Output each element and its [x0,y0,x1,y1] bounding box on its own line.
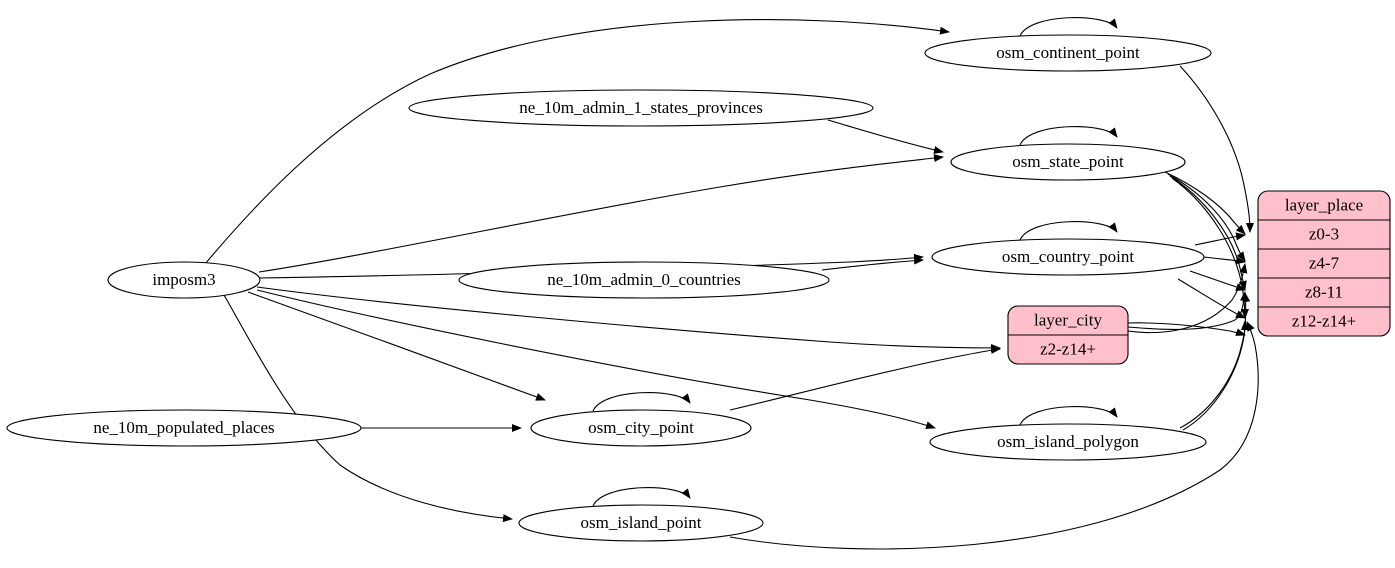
self-loop-osm_city_point [592,392,691,412]
record-title-layer_place: layer_place [1285,195,1363,214]
edge-osm_island_point-to-layer_place [729,321,1259,550]
edge-imposm3-to-osm_island_point [223,294,513,523]
node-shape-osm_continent_point [924,34,1212,72]
node-label-imposm3: imposm3 [152,270,215,289]
record-node-layer_city[interactable]: layer_city z2-z14+ [1007,305,1129,365]
node-osm_state_point[interactable]: osm_state_point [950,143,1186,181]
record-nodes-layer: layer_place z0-3 z4-7 z8-11 z12-z14+ layer_ci… [1007,190,1391,365]
edges-layer [204,19,1259,550]
node-osm_country_point[interactable]: osm_country_point [931,238,1205,276]
record-row-layer_place-z12-z14+[interactable]: z12-z14+ [1292,311,1356,330]
node-label-osm_city_point: osm_city_point [588,418,694,437]
self-loop-osm_continent_point [1019,17,1118,37]
record-box-layer_place [1257,190,1391,337]
node-label-ne_10m_populated_places: ne_10m_populated_places [93,418,274,437]
self-loop-osm_island_polygon [1019,406,1118,426]
record-row-layer_city-z2-z14+[interactable]: z2-z14+ [1040,339,1096,358]
node-label-osm_state_point: osm_state_point [1012,152,1124,171]
edge-layer_city-to-layer_place [1127,322,1246,336]
edge-imposm3-to-osm_continent_point [204,19,950,265]
node-imposm3[interactable]: imposm3 [107,261,261,299]
edge-ne_10m_admin_0_countries-to-osm_country_point [821,256,924,271]
edge-layer_city-to-layer_place [1127,291,1248,330]
edge-osm_city_point-to-layer_city [729,345,1001,411]
node-ne_10m_admin_1_states_provinces[interactable]: ne_10m_admin_1_states_provinces [408,89,874,127]
edge-ne_10m_admin_1_states_provinces-to-osm_state_point [827,119,944,154]
record-row-layer_place-z8-11[interactable]: z8-11 [1305,282,1343,301]
node-shape-osm_country_point [931,238,1205,276]
node-shape-osm_island_polygon [929,423,1207,461]
edge-osm_country_point-to-layer_place [1189,270,1246,291]
node-label-osm_country_point: osm_country_point [1002,247,1134,266]
self-loops-layer [592,17,1118,507]
record-title-layer_city: layer_city [1034,310,1102,329]
edge-osm_island_polygon-to-layer_place [1179,320,1249,429]
record-row-layer_place-z4-7[interactable]: z4-7 [1309,253,1340,272]
edge-imposm3-to-osm_island_polygon [256,289,936,430]
self-loop-osm_country_point [1019,221,1118,241]
node-shape-osm_city_point [530,409,752,447]
edge-imposm3-to-layer_city [256,286,1001,352]
node-osm_city_point[interactable]: osm_city_point [530,409,752,447]
self-loop-osm_island_point [592,487,691,507]
self-loop-osm_state_point [1019,126,1118,146]
node-osm_island_polygon[interactable]: osm_island_polygon [929,423,1207,461]
node-label-osm_continent_point: osm_continent_point [996,43,1140,62]
node-shape-osm_state_point [950,143,1186,181]
nodes-layer: imposm3 ne_10m_admin_1_states_provincesne… [6,34,1212,542]
node-shape-ne_10m_admin_0_countries [458,261,830,299]
node-ne_10m_populated_places[interactable]: ne_10m_populated_places [6,409,362,447]
edge-osm_country_point-to-layer_place [1203,256,1246,265]
record-row-layer_place-z0-3[interactable]: z0-3 [1309,224,1339,243]
node-shape-ne_10m_populated_places [6,409,362,447]
record-node-layer_place[interactable]: layer_place z0-3 z4-7 z8-11 z12-z14+ [1257,190,1391,337]
node-shape-osm_island_point [518,504,764,542]
node-label-ne_10m_admin_1_states_provinces: ne_10m_admin_1_states_provinces [519,98,763,117]
edge-osm_state_point-to-layer_place [1164,171,1246,235]
edge-osm_state_point-to-layer_place [1169,175,1247,291]
node-label-osm_island_polygon: osm_island_polygon [997,432,1139,451]
node-shape-ne_10m_admin_1_states_provinces [408,89,874,127]
edge-osm_country_point-to-layer_place [1194,232,1246,246]
node-osm_island_point[interactable]: osm_island_point [518,504,764,542]
edge-imposm3-to-osm_city_point [247,291,546,401]
node-shape-imposm3 [107,261,261,299]
node-label-osm_island_point: osm_island_point [581,513,702,532]
edge-osm_continent_point-to-layer_place [1179,65,1254,233]
edge-osm_island_polygon-to-layer_place [1182,292,1251,431]
edge-layer_city-to-layer_place [1127,263,1248,334]
edge-osm_country_point-to-layer_place [1177,278,1246,319]
edge-imposm3-to-osm_state_point [258,154,944,273]
node-label-ne_10m_admin_0_countries: ne_10m_admin_0_countries [547,270,741,289]
node-ne_10m_admin_0_countries[interactable]: ne_10m_admin_0_countries [458,261,830,299]
node-osm_continent_point[interactable]: osm_continent_point [924,34,1212,72]
